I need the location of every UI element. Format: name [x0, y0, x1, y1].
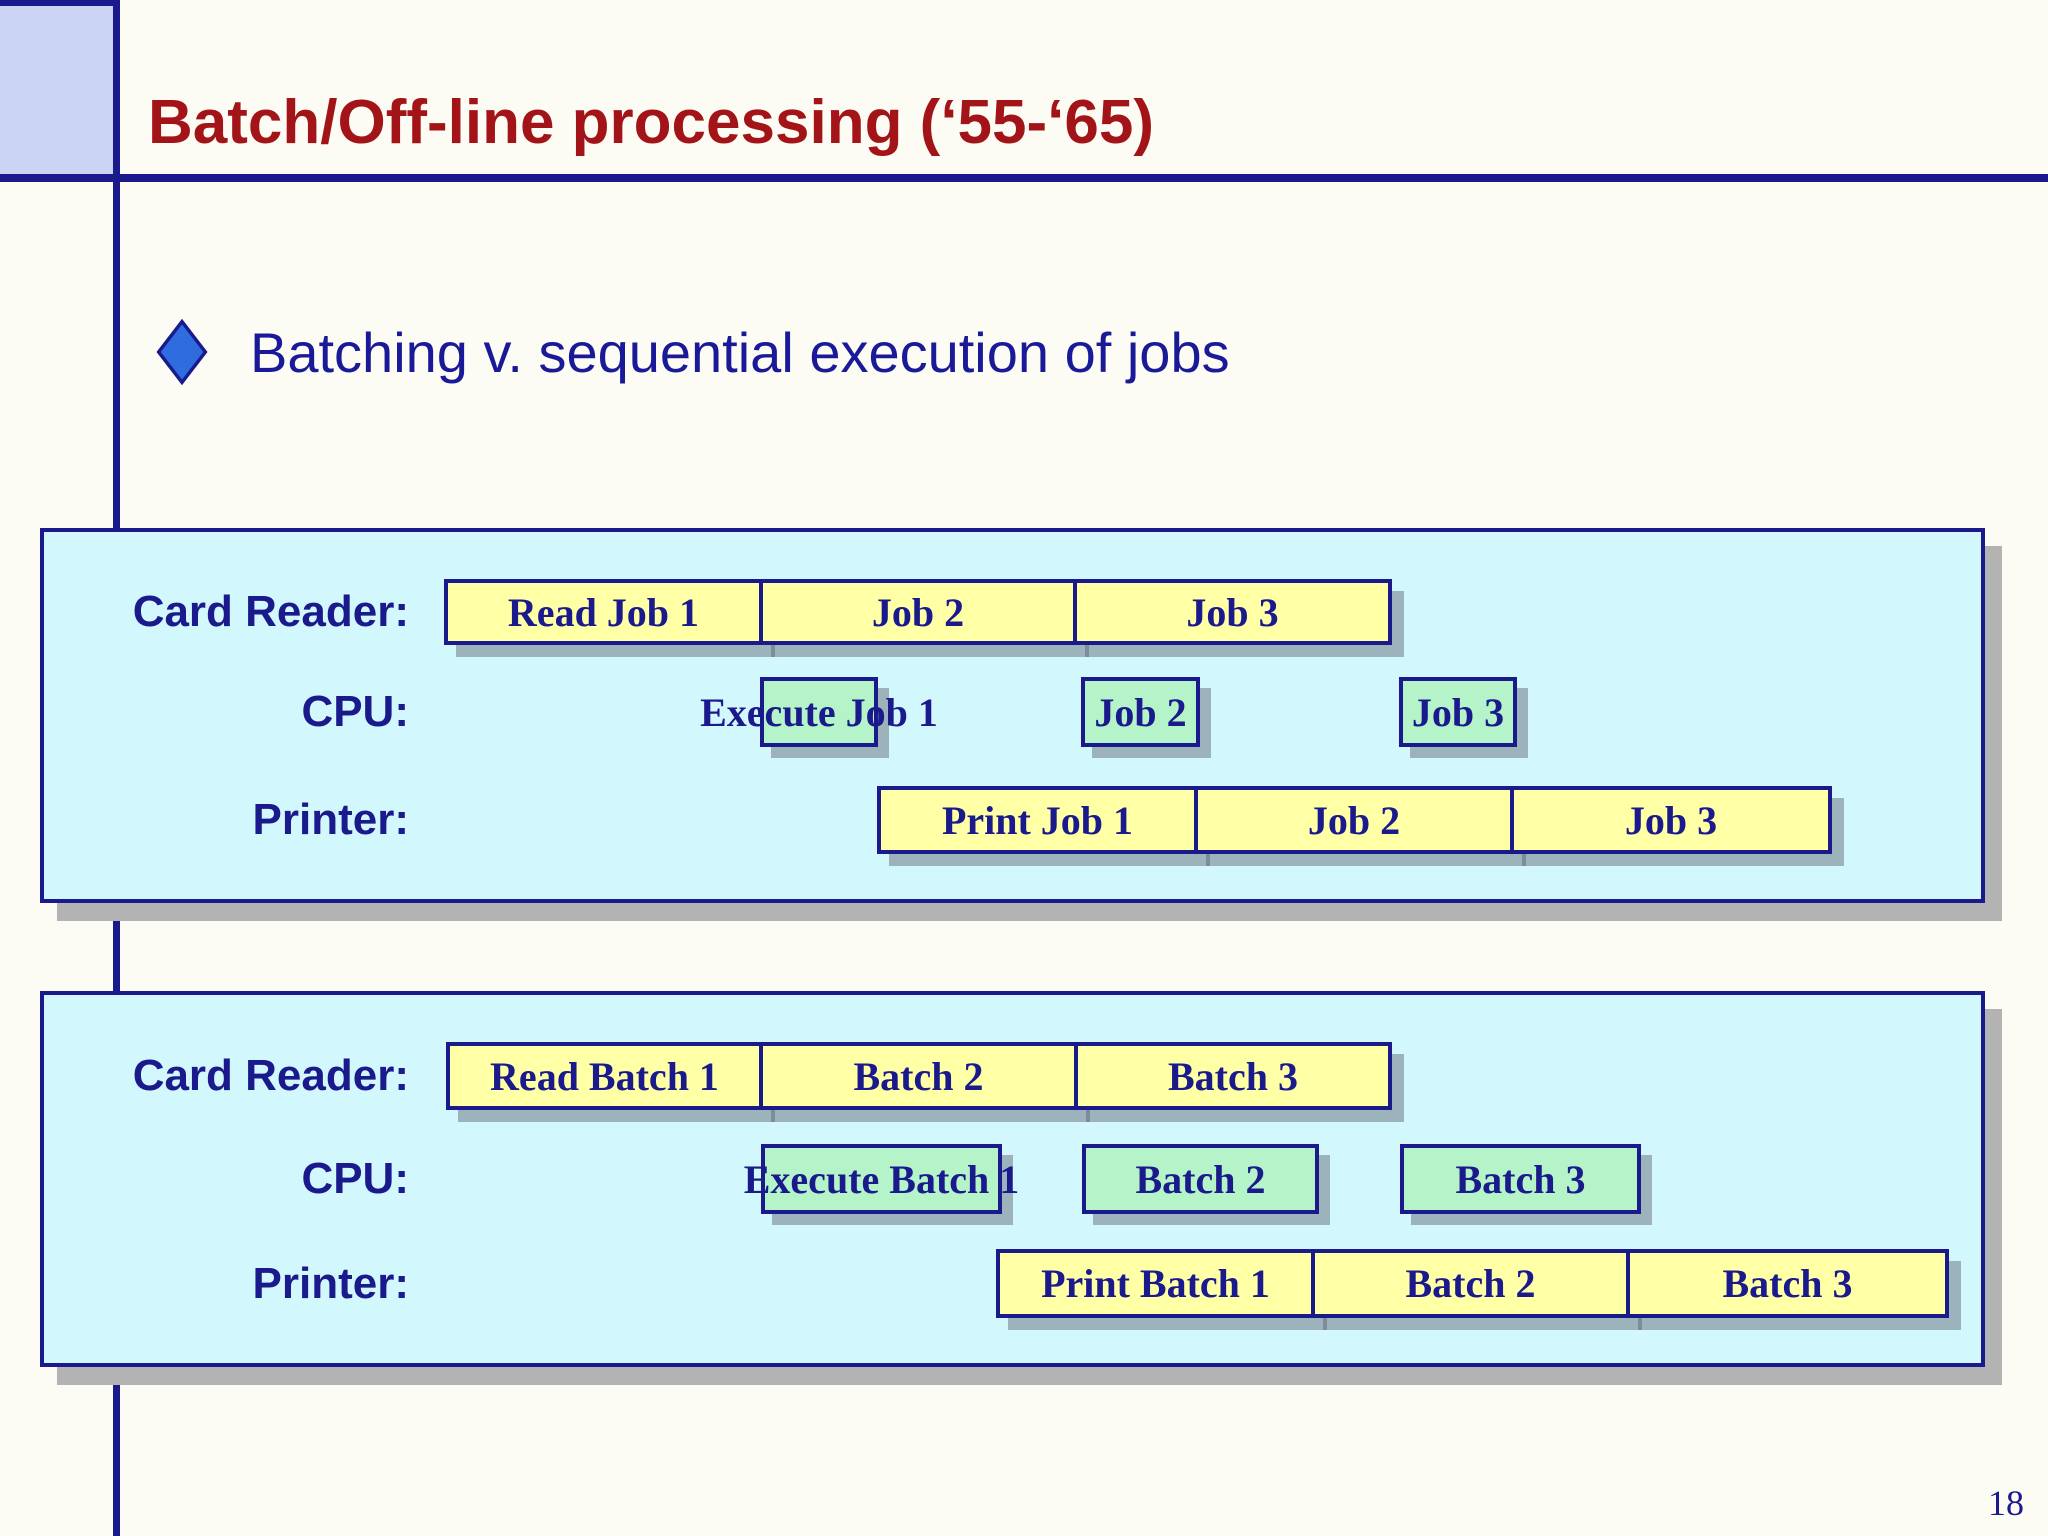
timeline-segment: Print Batch 1: [996, 1249, 1315, 1318]
timeline-segment: Read Job 1: [444, 579, 763, 645]
cpu-segment-label: Execute Job 1: [700, 689, 938, 735]
corner-decoration: [0, 0, 120, 174]
timeline-segment: Batch 3: [1074, 1042, 1392, 1110]
timeline-segment: Job 2: [1194, 786, 1514, 854]
cpu-segment: Job 2: [1081, 677, 1200, 747]
cpu-segment: Batch 2: [1082, 1144, 1319, 1214]
card-reader-strip: Read Job 1 Job 2 Job 3: [444, 579, 1392, 645]
cpu-segment-label: Batch 3: [1455, 1156, 1586, 1202]
printer-strip: Print Job 1 Job 2 Job 3: [877, 786, 1832, 854]
row-label-card-reader: Card Reader:: [132, 1051, 409, 1100]
cpu-segment: Execute Job 1: [700, 677, 938, 747]
bullet-item: Batching v. sequential execution of jobs: [156, 300, 1230, 404]
row-label-card-reader: Card Reader:: [132, 587, 409, 636]
cpu-segment-label: Job 2: [1094, 689, 1187, 735]
timeline-segment: Read Batch 1: [446, 1042, 763, 1110]
page-title: Batch/Off-line processing (‘55-‘65): [148, 87, 1154, 157]
cpu-segment: Job 3: [1399, 677, 1517, 747]
timeline-segment: Job 3: [1073, 579, 1392, 645]
cpu-segment-label: Job 3: [1411, 689, 1505, 735]
cpu-segment-label: Batch 2: [1135, 1156, 1266, 1202]
row-label-cpu: CPU:: [301, 1154, 409, 1203]
timeline-segment: Batch 2: [1311, 1249, 1630, 1318]
timeline-segment: Batch 2: [759, 1042, 1078, 1110]
page-number: 18: [1988, 1483, 2024, 1523]
timeline-panel-sequential: Card Reader: Read Job 1 Job 2 Job 3 CPU:…: [40, 528, 1985, 903]
timeline-segment: Job 3: [1510, 786, 1832, 854]
row-label-printer: Printer:: [252, 1258, 409, 1308]
row-label-printer: Printer:: [252, 795, 409, 844]
timeline-segment: Job 2: [759, 579, 1077, 645]
diamond-icon: [156, 318, 208, 386]
cpu-segment: Batch 3: [1400, 1144, 1641, 1214]
row-label-cpu: CPU:: [301, 687, 409, 736]
timeline-panel-batched: Card Reader: Read Batch 1 Batch 2 Batch …: [40, 991, 1985, 1367]
timeline-segment: Print Job 1: [877, 786, 1198, 854]
card-reader-strip: Read Batch 1 Batch 2 Batch 3: [446, 1042, 1392, 1110]
bullet-text: Batching v. sequential execution of jobs: [250, 320, 1230, 384]
timeline-segment: Batch 3: [1626, 1249, 1949, 1318]
printer-strip: Print Batch 1 Batch 2 Batch 3: [996, 1249, 1949, 1318]
cpu-segment: Execute Batch 1: [744, 1144, 1019, 1214]
cpu-segment-label: Execute Batch 1: [743, 1156, 1020, 1202]
title-underline-rule: [0, 174, 2048, 182]
